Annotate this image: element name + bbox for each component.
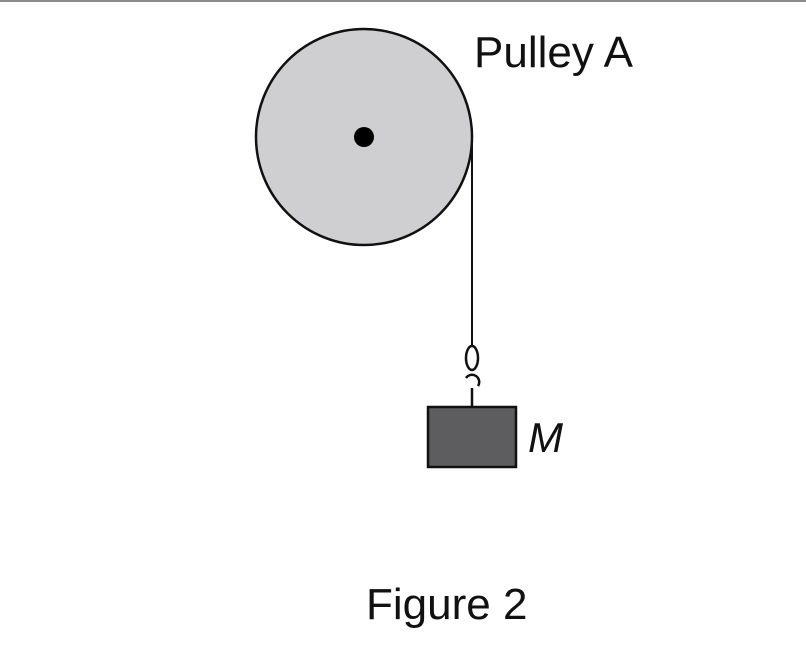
mass-block — [426, 405, 518, 469]
pulley-label: Pulley A — [474, 28, 634, 77]
chain-link — [464, 344, 480, 372]
top-divider — [0, 0, 806, 2]
mass-label: M — [528, 414, 563, 461]
pulley-axle — [354, 127, 374, 147]
figure-caption: Figure 2 — [366, 580, 527, 629]
hook — [464, 373, 481, 387]
